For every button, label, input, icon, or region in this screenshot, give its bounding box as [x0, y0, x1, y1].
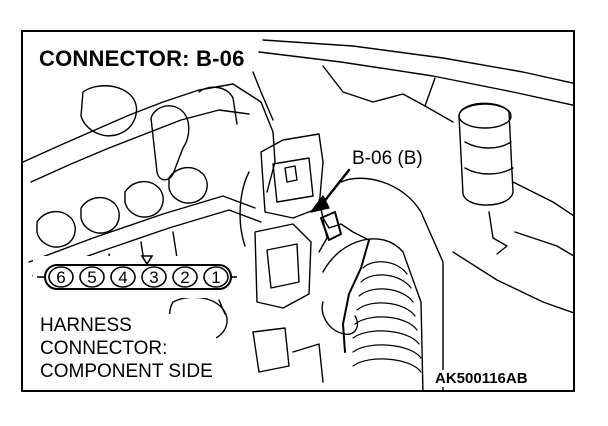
harness-connector-diagram: 6 5 4 3 2 1 [33, 255, 239, 298]
engine-bay-illustration [23, 39, 573, 390]
figure-code: AK500116AB [433, 370, 530, 387]
connector-pin-label: 5 [87, 268, 96, 287]
connector-pin-3 [141, 266, 167, 288]
connector-pin-label: 3 [149, 268, 158, 287]
caption-line-3: COMPONENT SIDE [40, 361, 213, 382]
harness-connector-caption: HARNESS CONNECTOR: COMPONENT SIDE [37, 314, 216, 383]
connector-pin-2 [172, 266, 198, 288]
connector-pin-label: 1 [211, 268, 220, 287]
connector-title: CONNECTOR: B-06 [35, 46, 249, 72]
connector-pin-1 [203, 266, 229, 288]
connector-callout-label: B-06 (B) [350, 148, 425, 170]
caption-line-1: HARNESS [40, 315, 132, 336]
connector-pin-6 [48, 266, 74, 288]
connector-pin-label: 6 [56, 268, 65, 287]
connector-pin-label: 4 [118, 268, 127, 287]
connector-pin-4 [110, 266, 136, 288]
connector-pin-5 [79, 266, 105, 288]
connector-pin-label: 2 [180, 268, 189, 287]
figure-frame: 6 5 4 3 2 1 CONNECTOR: B-06 B-06 (B) HARNESS … [21, 30, 575, 392]
caption-line-2: CONNECTOR: [40, 338, 168, 359]
